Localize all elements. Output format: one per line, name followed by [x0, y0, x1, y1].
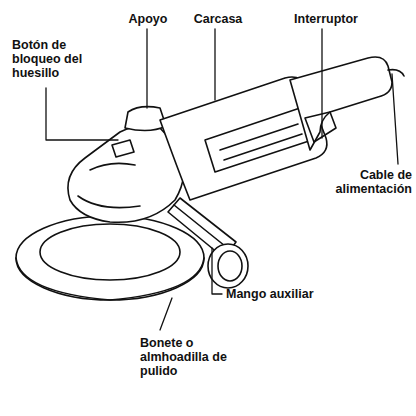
part-label: Mango auxiliar	[226, 287, 356, 301]
part-label: Apoyo	[120, 12, 176, 26]
part-label: Bonete o almhoadilla de pulido	[140, 336, 240, 378]
part-label: Interruptor	[280, 12, 372, 26]
part-label: Carcasa	[186, 12, 250, 26]
part-label: Botón de bloqueo del huesillo	[12, 38, 112, 80]
part-label: Cable de alimentación	[320, 168, 412, 196]
